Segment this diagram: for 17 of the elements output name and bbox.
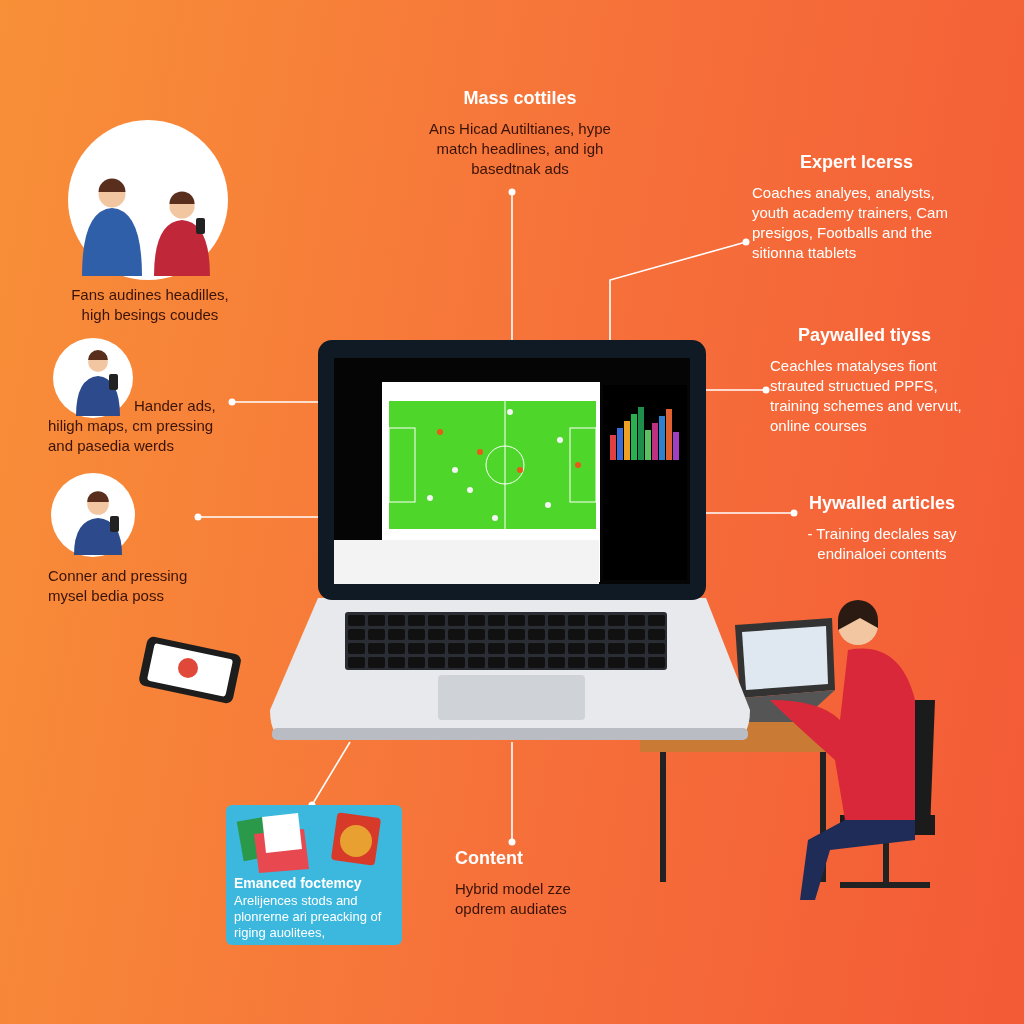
callout-text: Hander ads, hiligh maps, cm pressing and pasedia werds (48, 338, 232, 456)
leader-line (705, 509, 798, 517)
laptop-drawing (270, 340, 750, 742)
callout-text: Paywalled tiyss Ceachles matalyses fiont strauted structued PPFS, training schemes and vervut, online courses (770, 325, 975, 437)
callout-text: Expert lcerss Coaches analyes, analysts, youth academy trainers, Cam presigos, Footballs and the sitionna ttablets (752, 152, 962, 270)
callout-text: Hywalled articles - Training declales say endinaloei contents (797, 493, 967, 565)
leader-line (228, 398, 319, 406)
leader-line (508, 741, 516, 846)
leader-line (194, 513, 319, 521)
callout-text: Conner and pressing mysel bedia poss (48, 470, 198, 606)
callout-text: Mass cottiles Ans Hicad Autiltianes, hype match headlines, and igh basedtnak ads (420, 88, 620, 186)
info-card: Emanced foctemcy Arelijences stods and plonrerne ari preacking of riging auolitees, (226, 805, 402, 945)
callout-text: Content Hybrid model zze opdrem audiates (455, 848, 605, 924)
caption-text: Fans audines headilles, high besings coudes (70, 285, 230, 325)
leader-line (609, 238, 750, 341)
leader-line (705, 386, 770, 394)
leader-line (508, 188, 516, 341)
